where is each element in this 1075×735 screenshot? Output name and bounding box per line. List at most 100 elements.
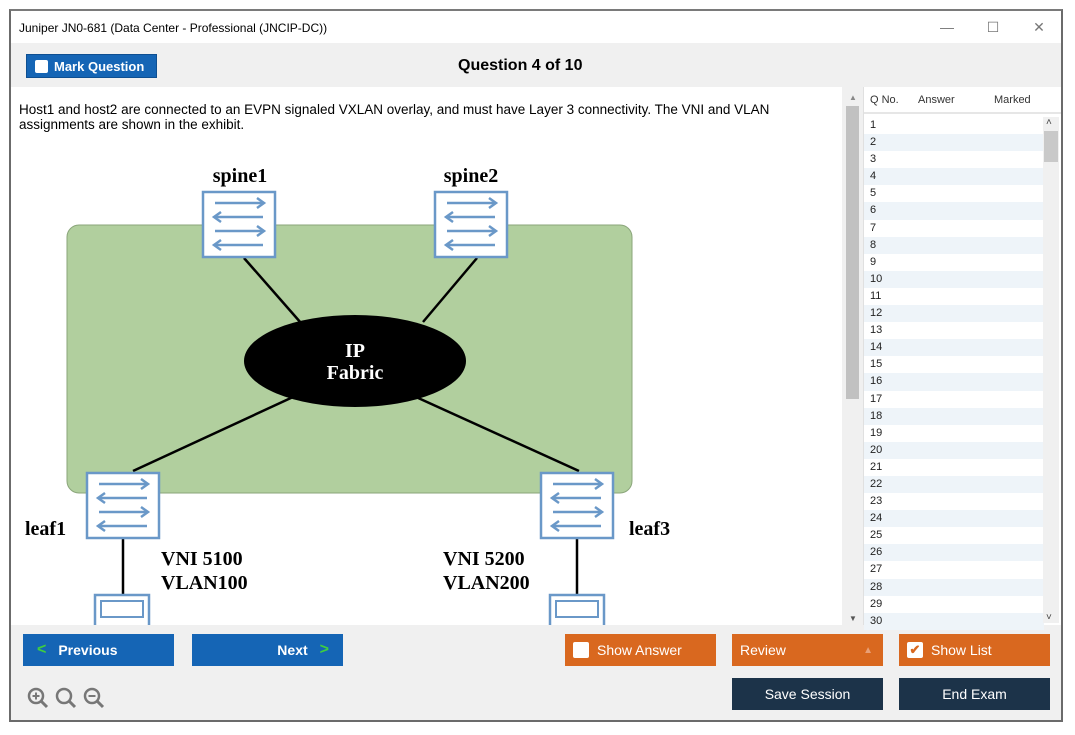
question-list-row[interactable]: 6 [864, 202, 1044, 220]
minimize-icon: — [940, 19, 954, 35]
end-exam-button[interactable]: End Exam [899, 678, 1050, 710]
question-list-row[interactable]: 14 [864, 339, 1044, 357]
maximize-button[interactable]: ☐ [973, 15, 1013, 39]
col-marked[interactable]: Marked [994, 93, 1031, 106]
question-list-row[interactable]: 10 [864, 270, 1044, 288]
show-list-button[interactable]: ✔ Show List [899, 634, 1050, 666]
question-list-row[interactable]: 4 [864, 168, 1044, 186]
question-list-row[interactable]: 3 [870, 153, 877, 166]
question-list-row[interactable]: 13 [870, 324, 883, 337]
review-label: Review [740, 642, 786, 658]
question-list-row[interactable]: 20 [864, 441, 1044, 459]
question-list-row[interactable]: 7 [870, 221, 877, 234]
network-exhibit: IP Fabric spine1 spine2 leaf1 leaf3 VNI … [25, 165, 670, 625]
scroll-up-icon[interactable]: ▲ [849, 93, 857, 102]
spine1-switch-icon [201, 190, 277, 259]
question-list-row[interactable]: 8 [864, 236, 1044, 254]
question-list-row[interactable]: 29 [870, 597, 883, 610]
minimize-button[interactable]: — [927, 15, 967, 39]
question-list-row[interactable]: 30 [864, 612, 1044, 630]
question-text: Host1 and host2 are connected to an EVPN… [19, 102, 770, 132]
leaf3-switch-icon [539, 471, 615, 540]
question-list-row[interactable]: 27 [870, 563, 883, 576]
zoom-controls [27, 687, 105, 709]
col-qno[interactable]: Q No. [870, 93, 899, 106]
chevron-left-icon: < [37, 641, 47, 658]
mark-question-button[interactable]: Mark Question [26, 54, 157, 78]
link-fabric-leaf1 [132, 395, 294, 473]
caret-up-icon: ▲ [863, 644, 873, 656]
spine2-label: spine2 [444, 165, 498, 187]
link-spine1-fabric [243, 257, 302, 324]
show-list-checkbox-icon: ✔ [907, 642, 923, 658]
host1-icon [93, 593, 151, 625]
host2-icon [548, 593, 606, 625]
question-list-scrollbar[interactable]: ˄ ˅ [1043, 117, 1059, 623]
question-list-row[interactable]: 23 [870, 495, 883, 508]
zoom-in-icon[interactable] [27, 687, 49, 709]
ip-fabric-cloud [244, 315, 466, 407]
zoom-reset-icon[interactable] [55, 687, 77, 709]
save-session-label: Save Session [764, 686, 851, 702]
end-exam-label: End Exam [942, 686, 1007, 702]
question-list-row[interactable]: 2 [864, 134, 1044, 152]
window-title: Juniper JN0-681 (Data Center - Professio… [19, 21, 328, 35]
question-list-row[interactable]: 12 [864, 305, 1044, 323]
question-list-row[interactable]: 16 [864, 373, 1044, 391]
link-fabric-leaf3 [415, 395, 580, 473]
question-list-row[interactable]: 19 [870, 426, 883, 439]
close-button[interactable]: ✕ [1019, 15, 1059, 39]
question-list-row[interactable]: 15 [870, 358, 883, 371]
leaf1-label: leaf1 [25, 518, 66, 540]
list-scroll-thumb[interactable] [1044, 131, 1058, 162]
mark-question-checkbox-icon [35, 59, 48, 73]
question-list-row[interactable]: 22 [864, 475, 1044, 494]
ip-fabric-label-line2: Fabric [327, 362, 384, 384]
show-list-label: Show List [931, 642, 992, 658]
show-answer-label: Show Answer [597, 642, 682, 658]
maximize-icon: ☐ [986, 18, 1000, 35]
leaf1-switch-icon [85, 471, 161, 540]
question-list-row[interactable]: 21 [870, 460, 883, 473]
show-answer-checkbox-icon [573, 642, 589, 658]
title-bar: Juniper JN0-681 (Data Center - Professio… [11, 11, 1061, 43]
list-scroll-down-icon[interactable]: ˅ [1046, 612, 1052, 623]
close-icon: ✕ [1033, 18, 1045, 35]
show-answer-button[interactable]: Show Answer [565, 634, 716, 666]
question-list-row[interactable]: 9 [870, 255, 877, 268]
next-label: Next [277, 642, 308, 658]
left-vlan-label: VLAN100 [161, 572, 248, 594]
list-scroll-up-icon[interactable]: ˄ [1046, 117, 1052, 128]
question-content: Host1 and host2 are connected to an EVPN… [11, 87, 842, 625]
col-answer[interactable]: Answer [918, 93, 955, 106]
question-list-row[interactable]: 28 [864, 578, 1044, 596]
exam-window: Juniper JN0-681 (Data Center - Professio… [9, 9, 1063, 722]
scroll-down-icon[interactable]: ▼ [849, 614, 857, 623]
question-list-row[interactable]: 1 [870, 119, 877, 131]
previous-label: Previous [58, 642, 118, 658]
question-counter: Question 4 of 10 [458, 57, 583, 74]
save-session-button[interactable]: Save Session [732, 678, 883, 710]
previous-button[interactable]: < Previous [23, 634, 174, 666]
mark-question-label: Mark Question [54, 58, 145, 74]
question-list-row[interactable]: 5 [870, 187, 877, 200]
right-vlan-label: VLAN200 [443, 572, 530, 594]
content-scroll-thumb[interactable] [846, 106, 859, 399]
question-list-row[interactable]: 25 [870, 529, 883, 542]
question-list-header: Q No. Answer Marked [864, 87, 1061, 114]
right-vni-label: VNI 5200 [443, 548, 525, 570]
spine1-label: spine1 [213, 165, 267, 187]
question-list-row[interactable]: 26 [864, 544, 1044, 562]
left-vni-label: VNI 5100 [161, 548, 243, 570]
content-scrollbar[interactable]: ▲ ▼ [844, 87, 862, 625]
leaf3-label: leaf3 [629, 518, 670, 540]
question-list-row[interactable]: 18 [864, 407, 1044, 425]
question-list-row[interactable]: 17 [870, 392, 883, 405]
question-list-row[interactable]: 11 [870, 289, 882, 302]
review-dropdown[interactable]: Review ▲ [732, 634, 883, 666]
question-list-row[interactable]: 24 [864, 510, 1044, 528]
zoom-out-icon[interactable] [83, 687, 105, 709]
link-spine2-fabric [422, 257, 478, 323]
next-button[interactable]: Next > [192, 634, 343, 666]
